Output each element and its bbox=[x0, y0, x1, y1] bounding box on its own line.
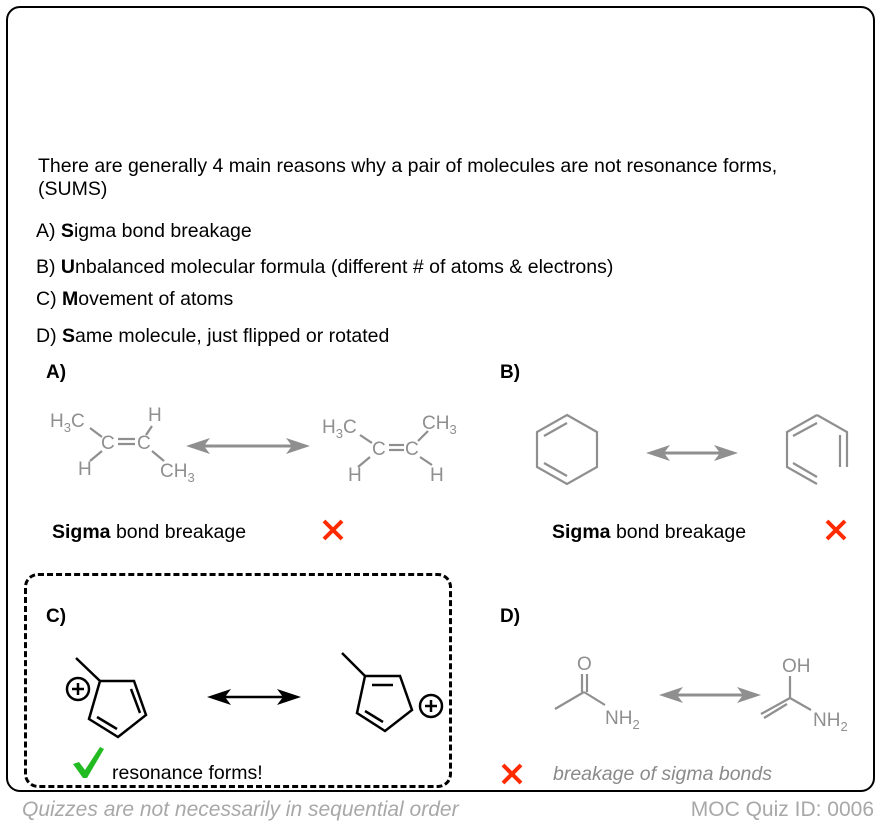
svg-text:NH2: NH2 bbox=[813, 710, 848, 734]
cyclopentenyl-cation-right bbox=[341, 652, 444, 733]
intro-line-2: (SUMS) bbox=[38, 178, 108, 200]
svg-text:H: H bbox=[348, 465, 362, 486]
panel-d-verdict: breakage of sigma bonds bbox=[553, 763, 772, 785]
svg-text:H: H bbox=[430, 465, 444, 486]
svg-text:C: C bbox=[405, 439, 419, 460]
panel-a-label: A) bbox=[46, 362, 67, 383]
panel-c-verdict: resonance forms! bbox=[112, 762, 263, 784]
reason-d: D) Same molecule, just flipped or rotate… bbox=[36, 325, 390, 347]
cross-icon bbox=[825, 519, 847, 541]
panel-b-structures bbox=[535, 413, 849, 486]
panel-c-structures bbox=[65, 652, 444, 739]
reason-a: A) Sigma bond breakage bbox=[36, 220, 252, 242]
panel-d-structures: O NH2 OH NH2 bbox=[554, 654, 848, 734]
positive-charge-icon bbox=[418, 693, 444, 719]
panel-a-verdict: Sigma bond breakage bbox=[52, 521, 247, 543]
intro-text: There are generally 4 main reasons why a… bbox=[38, 155, 878, 201]
svg-text:OH: OH bbox=[782, 656, 811, 677]
atom-label: H3C bbox=[50, 411, 85, 435]
double-arrow bbox=[186, 438, 310, 454]
panel-d-label: D) bbox=[500, 606, 521, 627]
checkmark-icon bbox=[73, 747, 104, 778]
svg-text:CH3: CH3 bbox=[422, 413, 457, 437]
hexatriene bbox=[785, 414, 849, 485]
svg-text:NH2: NH2 bbox=[605, 708, 640, 732]
cyclopentenyl-cation-left bbox=[65, 657, 148, 739]
svg-text:CH3: CH3 bbox=[160, 461, 195, 485]
atom-label: H bbox=[148, 405, 162, 426]
correct-answer-highlight bbox=[24, 573, 452, 788]
panel-c-label: C) bbox=[46, 606, 67, 627]
double-arrow bbox=[646, 445, 738, 461]
svg-text:C: C bbox=[372, 439, 386, 460]
reason-c: C) Movement of atoms bbox=[36, 288, 234, 310]
quiz-id: MOC Quiz ID: 0006 bbox=[690, 798, 874, 821]
cross-icon bbox=[322, 519, 344, 541]
quiz-card bbox=[6, 6, 875, 792]
atom-label: C bbox=[101, 433, 115, 454]
panel-b-verdict: Sigma bond breakage bbox=[552, 521, 747, 543]
svg-text:O: O bbox=[577, 654, 592, 675]
atom-label: C bbox=[137, 433, 151, 454]
reason-b: B) Unbalanced molecular formula (differe… bbox=[36, 256, 614, 278]
cross-icon bbox=[501, 763, 523, 785]
intro-line-1: There are generally 4 main reasons why a… bbox=[38, 155, 778, 177]
footer-note: Quizzes are not necessarily in sequentia… bbox=[22, 798, 459, 821]
svg-text:H3C: H3C bbox=[322, 417, 357, 441]
double-arrow bbox=[207, 689, 301, 705]
panel-a-structures: H3C H C C H CH3 H3C CH3 C C H H bbox=[50, 405, 457, 486]
cyclohexadiene bbox=[535, 413, 599, 486]
atom-label: H bbox=[78, 459, 92, 480]
positive-charge-icon bbox=[65, 676, 91, 702]
panel-b-label: B) bbox=[500, 362, 521, 383]
double-arrow bbox=[659, 687, 761, 703]
